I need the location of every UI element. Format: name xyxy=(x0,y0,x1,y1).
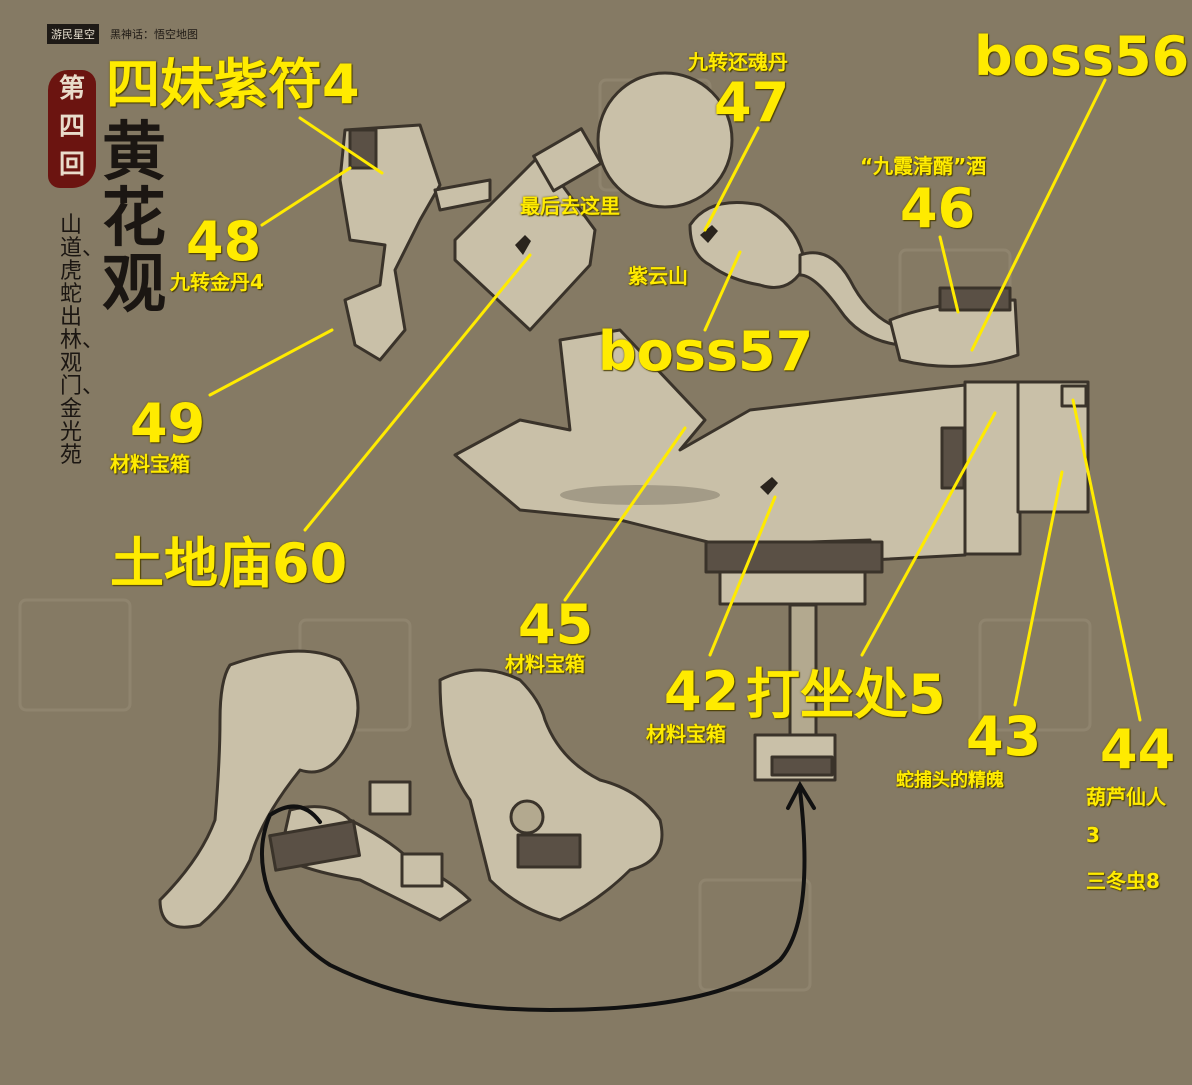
label-46-item: “九霞清醑”酒 xyxy=(860,154,987,178)
label-45-item: 材料宝箱 xyxy=(505,652,585,676)
label-four-sister-talisman: 四妹紫符4 xyxy=(106,53,360,116)
brand-badge: 游民星空 xyxy=(47,24,99,44)
label-48-item: 九转金丹4 xyxy=(170,270,264,294)
label-boss-57: boss57 xyxy=(598,320,814,383)
label-purple-cloud-mountain: 紫云山 xyxy=(628,264,688,288)
map-rooms xyxy=(158,71,1090,929)
label-44-item-2: 3 xyxy=(1086,823,1100,847)
label-45: 45 xyxy=(518,593,594,656)
label-47: 47 xyxy=(714,71,790,134)
label-meditation-spot: 打坐处5 xyxy=(746,663,946,726)
label-boss-56: boss56 xyxy=(974,25,1190,88)
label-48: 48 xyxy=(186,210,262,273)
route-arrow xyxy=(259,780,816,1013)
label-42-item: 材料宝箱 xyxy=(646,722,726,746)
annotation-lines xyxy=(208,78,1142,722)
label-47-item: 九转还魂丹 xyxy=(688,50,788,74)
chapter-title: 黄花观 xyxy=(102,115,166,322)
label-44-item-3: 三冬虫8 xyxy=(1086,869,1160,893)
label-earth-temple: 土地庙60 xyxy=(110,532,348,595)
label-49-item: 材料宝箱 xyxy=(110,452,190,476)
label-44: 44 xyxy=(1100,718,1176,781)
label-49: 49 xyxy=(130,392,206,455)
label-go-here-last: 最后去这里 xyxy=(520,194,620,218)
label-46: 46 xyxy=(900,177,976,240)
label-42: 42 xyxy=(664,660,740,723)
label-44-item-1: 葫芦仙人 xyxy=(1086,785,1166,809)
label-43: 43 xyxy=(966,705,1042,768)
map-subtitle: 黑神话：悟空地图 xyxy=(110,28,198,41)
label-43-item: 蛇捕头的精魄 xyxy=(896,770,1004,791)
chapter-areas: 山道、虎蛇出林、观门、金光苑 xyxy=(60,213,105,468)
chapter-seal: 第四回 xyxy=(48,70,96,188)
boss-marker-icon xyxy=(515,225,778,495)
